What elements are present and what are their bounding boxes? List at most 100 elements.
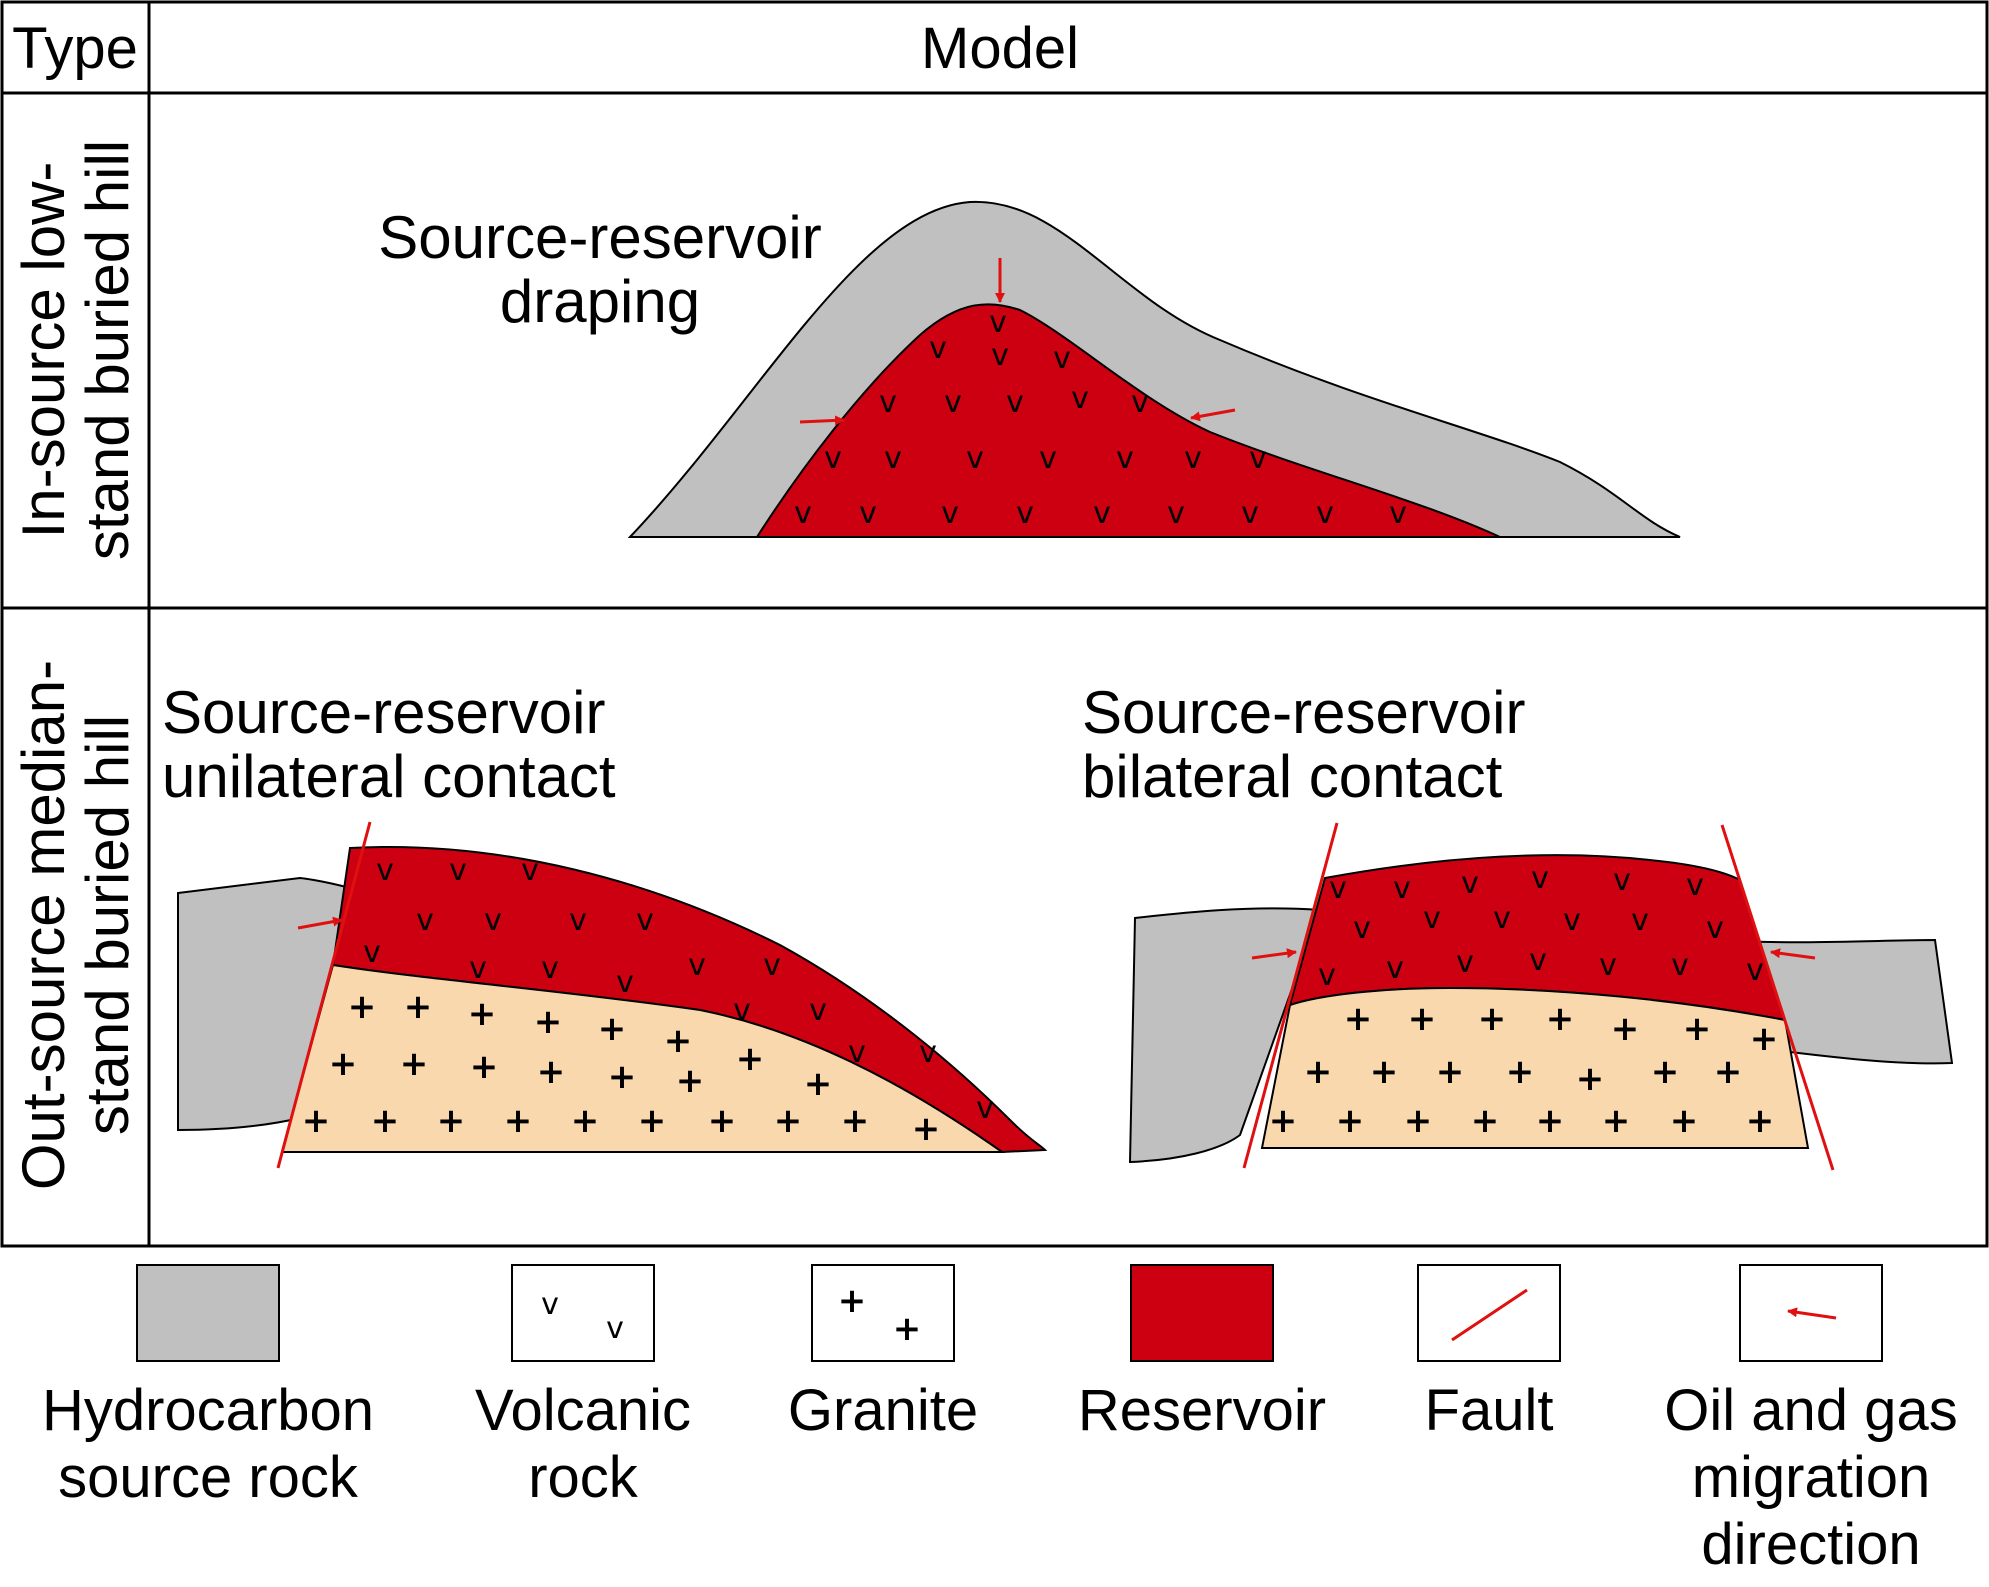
volcanic-symbol: v	[1116, 441, 1134, 476]
row-label-out-source: Out-source median- stand buried hill	[10, 660, 141, 1190]
volcanic-symbol: v	[1389, 496, 1407, 531]
legend-label-line: Fault	[1425, 1378, 1554, 1443]
granite-symbol: +	[608, 1057, 637, 1097]
volcanic-symbol: v	[859, 496, 877, 531]
granite-body	[1260, 986, 1810, 1149]
legend-label-line: Granite	[788, 1378, 978, 1443]
granite-symbol: +	[1404, 1101, 1433, 1141]
granite-symbol: +	[1506, 1052, 1535, 1092]
volcanic-symbol: v	[941, 496, 959, 531]
volcanic-symbol: v	[376, 853, 394, 888]
legend-label-line: direction	[1701, 1512, 1920, 1577]
volcanic-symbol: v	[1393, 871, 1411, 906]
granite-symbol: +	[804, 1064, 833, 1104]
migration-arrow	[1251, 948, 1297, 960]
legend-arrow-icon	[1787, 1307, 1837, 1320]
volcanic-symbol: v	[966, 441, 984, 476]
granite-symbol: +	[1304, 1052, 1333, 1092]
granite-symbol: +	[404, 987, 433, 1027]
granite-symbol: +	[736, 1039, 765, 1079]
volcanic-symbol: v	[1599, 948, 1617, 983]
volcanic-symbol: v	[1184, 441, 1202, 476]
granite-symbol: +	[1370, 1052, 1399, 1092]
volcanic-symbol: v	[1053, 341, 1071, 376]
granite-symbol: +	[1611, 1009, 1640, 1049]
model-title-line: unilateral contact	[162, 743, 616, 810]
granite-symbol: +	[400, 1044, 429, 1084]
model-title-line: draping	[500, 268, 700, 335]
row-label-line: Out-source median-	[10, 660, 77, 1190]
volcanic-symbol: v	[1353, 911, 1371, 946]
legend-granite-symbol: +	[893, 1309, 922, 1349]
granite-symbol: +	[1536, 1101, 1565, 1141]
volcanic-symbol: v	[1563, 903, 1581, 938]
type-header: Type	[12, 16, 138, 81]
legend-volcanic-symbol: v	[606, 1311, 624, 1346]
granite-symbol: +	[571, 1101, 600, 1141]
granite-symbol: +	[1436, 1052, 1465, 1092]
row-label-in-source: In-source low- stand buried hill	[10, 140, 141, 560]
volcanic-symbol: v	[809, 993, 827, 1028]
granite-symbol: +	[1750, 1019, 1779, 1059]
volcanic-symbol: v	[1456, 945, 1474, 980]
fault-line	[1720, 824, 1835, 1171]
volcanic-symbol: v	[541, 951, 559, 986]
fault-line	[276, 821, 372, 1169]
migration-arrows	[1251, 948, 1816, 960]
volcanic-symbol: v	[976, 1091, 994, 1126]
granite-symbol: +	[329, 1044, 358, 1084]
legend-label-line: source rock	[58, 1445, 359, 1510]
model-title-line: Source-reservoir	[1082, 679, 1525, 746]
volcanic-symbol: v	[1318, 958, 1336, 993]
volcanic-symbol: v	[1039, 441, 1057, 476]
granite-symbol: +	[537, 1052, 566, 1092]
granite-symbol: +	[664, 1021, 693, 1061]
granite-symbol: +	[1602, 1101, 1631, 1141]
row-label-line: In-source low-	[10, 162, 77, 539]
volcanic-symbol: v	[848, 1035, 866, 1070]
granite-symbol: +	[1746, 1101, 1775, 1141]
granite-symbol: +	[841, 1101, 870, 1141]
volcanic-symbol: v	[1093, 496, 1111, 531]
granite-symbol: +	[708, 1101, 737, 1141]
granite-symbol: +	[912, 1109, 941, 1149]
volcanic-symbol: v	[616, 965, 634, 1000]
volcanic-symbol: v	[1329, 871, 1347, 906]
legend-swatch-reservoir	[1130, 1264, 1274, 1362]
legend-label-line: Reservoir	[1078, 1378, 1326, 1443]
volcanic-symbol: v	[1316, 496, 1334, 531]
volcanic-symbol: v	[1423, 901, 1441, 936]
volcanic-symbol: v	[521, 853, 539, 888]
legend-label-line: Hydrocarbon	[42, 1378, 374, 1443]
granite-symbol: +	[1336, 1101, 1365, 1141]
legend-swatch-fault	[1417, 1264, 1561, 1362]
volcanic-symbol: v	[1167, 496, 1185, 531]
migration-arrow	[1770, 948, 1816, 960]
reservoir-body	[755, 303, 1501, 538]
volcanic-symbol: v	[1006, 385, 1024, 420]
model-header: Model	[921, 16, 1079, 81]
volcanic-symbol: v	[1071, 381, 1089, 416]
volcanic-symbol: v	[1493, 901, 1511, 936]
granite-symbol: +	[1576, 1059, 1605, 1099]
legend-label-line: Oil and gas	[1664, 1378, 1957, 1443]
granite-symbol: +	[302, 1101, 331, 1141]
legend-reservoir: Reservoir	[1078, 1264, 1326, 1443]
volcanic-symbol: v	[416, 903, 434, 938]
row-label-line: stand buried hill	[74, 140, 141, 560]
volcanic-symbol: v	[1249, 441, 1267, 476]
model-title-line: Source-reservoir	[162, 679, 605, 746]
volcanic-symbol: v	[1613, 863, 1631, 898]
volcanic-symbol: v	[733, 993, 751, 1028]
granite-symbol: +	[1714, 1052, 1743, 1092]
granite-symbol: +	[1651, 1052, 1680, 1092]
legend-fault-line	[1451, 1288, 1528, 1342]
volcanic-symbol: v	[824, 441, 842, 476]
granite-symbol: +	[774, 1101, 803, 1141]
granite-symbol: +	[1344, 999, 1373, 1039]
granite-symbol: +	[437, 1101, 466, 1141]
